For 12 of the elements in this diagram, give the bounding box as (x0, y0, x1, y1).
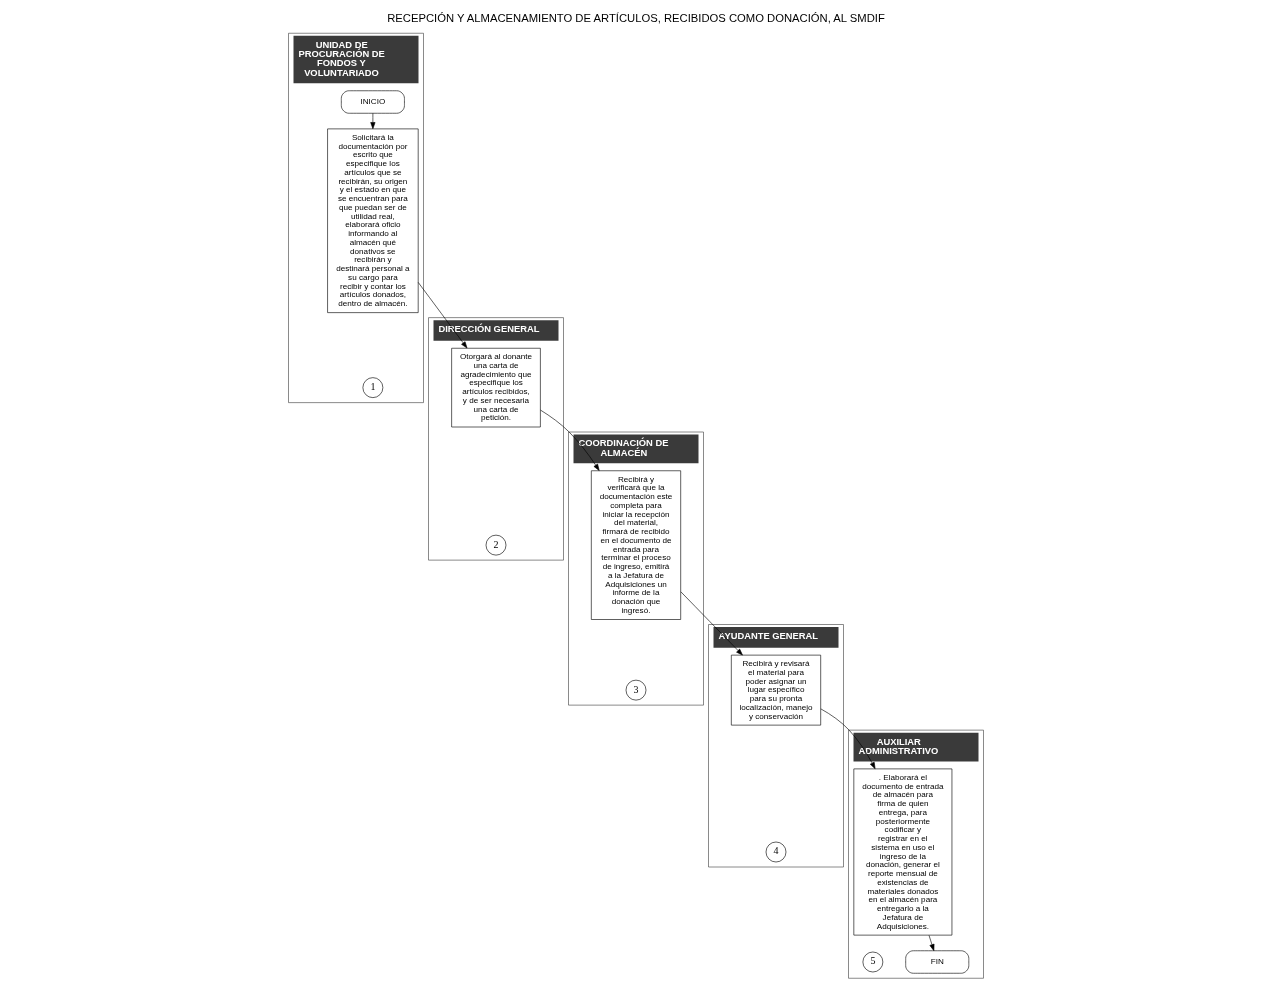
node-circle: 2 (485, 534, 506, 556)
node-circle: 4 (765, 841, 786, 863)
node-circle: 3 (625, 679, 646, 701)
arrow (417, 282, 467, 349)
arrow (539, 409, 599, 471)
node-circle: 1 (362, 377, 383, 398)
arrow (680, 591, 743, 656)
diagram-title: RECEPCIÓN Y ALMACENAMIENTO DE ARTÍCULOS, RECIBIDOS COMO DONACIÓN, AL SMDIF (386, 12, 885, 25)
arrow (928, 935, 934, 951)
arrow (369, 112, 375, 130)
node-circle: 5 (862, 951, 883, 973)
arrow (820, 708, 875, 770)
